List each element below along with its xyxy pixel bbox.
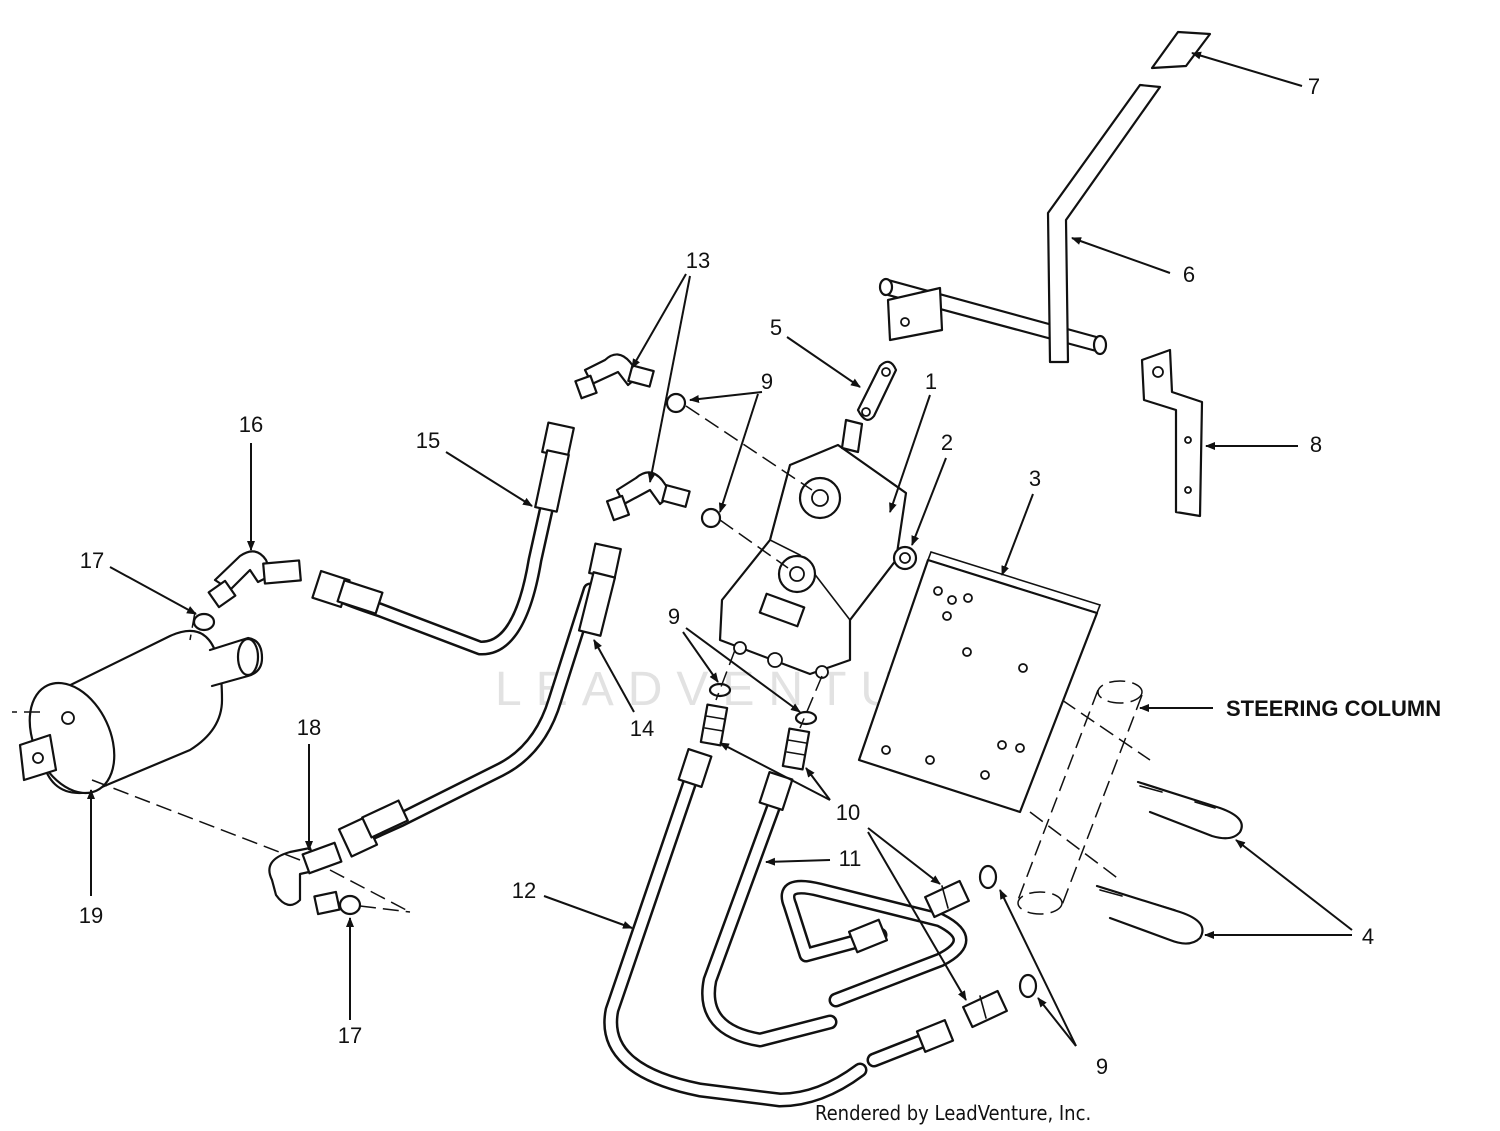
callout-9-lower: 9 — [1096, 1054, 1108, 1079]
o-ring — [708, 682, 732, 698]
o-ring — [665, 392, 687, 414]
adapter-fitting-lower — [962, 989, 1008, 1029]
callout-15: 15 — [416, 428, 440, 453]
callout-5: 5 — [770, 315, 782, 340]
callout-17-lower: 17 — [338, 1023, 362, 1048]
credit-text: Rendered by LeadVenture, Inc. — [815, 1101, 1091, 1125]
callout-9-upper: 9 — [761, 369, 773, 394]
o-ring — [978, 864, 998, 890]
callout-7: 7 — [1308, 74, 1320, 99]
callout-3: 3 — [1029, 466, 1041, 491]
control-valve — [718, 418, 908, 679]
u-bolt-lower — [1095, 884, 1204, 945]
callouts: 1 2 3 4 5 6 7 8 9 9 9 10 11 12 13 14 15 … — [79, 74, 1374, 1079]
connector-fitting-right — [781, 727, 811, 771]
elbow-fitting-18 — [268, 841, 343, 916]
o-ring — [1018, 973, 1038, 999]
hydraulic-tube-15 — [311, 421, 575, 656]
callout-19: 19 — [79, 903, 103, 928]
leader-lines — [87, 51, 1353, 1047]
callout-9-middle: 9 — [668, 604, 680, 629]
steering-column — [1017, 680, 1151, 915]
control-lever — [1046, 83, 1162, 364]
callout-10: 10 — [836, 800, 860, 825]
control-shaft — [878, 277, 1108, 356]
callout-18: 18 — [297, 715, 321, 740]
elbow-fitting-16 — [207, 550, 302, 609]
connector-fitting-left — [699, 703, 729, 747]
adapter-fitting-upper — [924, 879, 970, 919]
callout-2: 2 — [941, 430, 953, 455]
o-ring — [794, 710, 818, 726]
callout-14: 14 — [630, 716, 654, 741]
o-ring — [338, 894, 362, 916]
lever-handle — [1150, 30, 1212, 70]
hydraulic-tube-14 — [337, 542, 622, 858]
u-bolt-upper — [1136, 780, 1243, 840]
hydraulic-tube-12 — [603, 747, 955, 1108]
o-ring — [700, 507, 722, 529]
callout-17-upper: 17 — [80, 548, 104, 573]
steering-column-label: STEERING COLUMN — [1226, 696, 1441, 721]
mounting-plate — [857, 551, 1102, 814]
callout-12: 12 — [512, 878, 536, 903]
hydraulic-cylinder — [12, 629, 264, 795]
hydraulic-tube-11 — [701, 770, 968, 1048]
callout-6: 6 — [1183, 262, 1195, 287]
callout-8: 8 — [1310, 432, 1322, 457]
link-plate — [856, 360, 898, 421]
elbow-fitting-lower — [605, 471, 691, 522]
o-ring — [192, 612, 216, 632]
callout-11: 11 — [839, 846, 862, 871]
callout-16: 16 — [239, 412, 263, 437]
callout-1: 1 — [925, 369, 937, 394]
elbow-fitting-upper — [574, 353, 655, 400]
callout-4: 4 — [1362, 924, 1374, 949]
callout-13: 13 — [686, 248, 710, 273]
mounting-bracket — [1140, 348, 1204, 518]
